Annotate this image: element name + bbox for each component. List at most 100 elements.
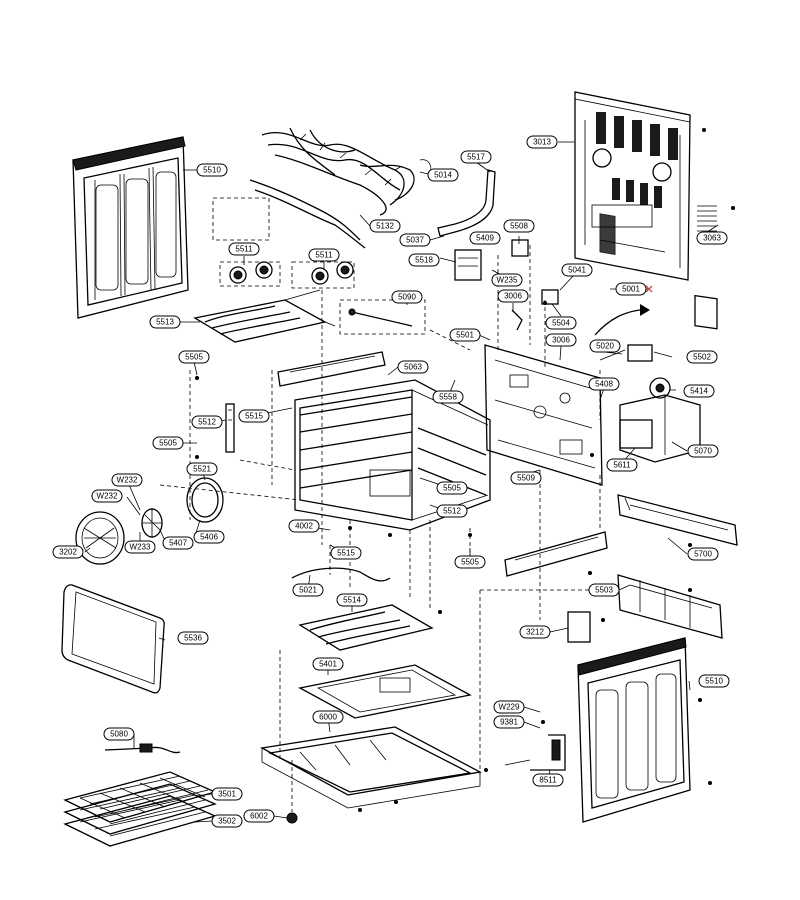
svg-text:5501: 5501: [456, 331, 474, 340]
broil-element: [193, 289, 336, 343]
hinge-bracket: [617, 574, 723, 639]
callout-3006-mid: 3006: [545, 333, 577, 347]
callout-5512-mid: 5512: [436, 504, 468, 518]
callout-5505-a: 5505: [178, 350, 210, 364]
svg-text:5611: 5611: [613, 461, 631, 470]
callout-5070: 5070: [687, 444, 719, 458]
callout-5502: 5502: [686, 350, 718, 364]
svg-text:5511: 5511: [235, 245, 253, 254]
dashed-outline-box: [212, 197, 270, 241]
wire-clip: [291, 567, 391, 582]
svg-text:5509: 5509: [517, 474, 535, 483]
callout-5001: 5001: [615, 282, 647, 296]
callout-3202: 3202: [52, 545, 84, 559]
callout-5517: 5517: [460, 150, 492, 164]
svg-text:3501: 3501: [218, 790, 236, 799]
svg-text:9381: 9381: [500, 718, 518, 727]
svg-text:5070: 5070: [694, 447, 712, 456]
svg-text:5515: 5515: [337, 549, 355, 558]
bake-element: [298, 604, 434, 651]
svg-text:W233: W233: [130, 543, 151, 552]
callout-5513: 5513: [149, 315, 181, 329]
callout-6000: 6000: [312, 710, 344, 724]
svg-text:W235: W235: [497, 276, 518, 285]
exhaust-duct: [617, 494, 738, 546]
svg-text:5037: 5037: [406, 236, 424, 245]
svg-text:3502: 3502: [218, 817, 236, 826]
callout-5021: 5021: [292, 583, 324, 597]
lamp-assembly-right: [291, 261, 355, 289]
callout-5503: 5503: [588, 583, 620, 597]
svg-text:5505: 5505: [185, 353, 203, 362]
svg-text:8511: 8511: [539, 776, 557, 785]
callout-5505-c: 5505: [436, 481, 468, 495]
svg-text:5503: 5503: [595, 586, 613, 595]
callout-5501: 5501: [449, 328, 481, 342]
svg-text:3202: 3202: [59, 548, 77, 557]
oven-racks: [63, 771, 217, 847]
bottom-drawer: [260, 726, 482, 809]
callout-W232-b: W232: [91, 489, 123, 503]
lamp-assembly-left: [219, 261, 281, 287]
svg-text:W229: W229: [499, 703, 520, 712]
callout-4002: 4002: [288, 519, 320, 533]
svg-text:5041: 5041: [568, 266, 586, 275]
svg-text:3006: 3006: [552, 336, 570, 345]
callout-3501: 3501: [211, 787, 243, 801]
svg-text:5511: 5511: [315, 251, 333, 260]
svg-text:W232: W232: [97, 492, 118, 501]
svg-text:5512: 5512: [198, 418, 216, 427]
svg-text:5518: 5518: [415, 256, 433, 265]
svg-text:5406: 5406: [200, 533, 218, 542]
meat-probe: [104, 743, 181, 754]
callout-5406: 5406: [193, 530, 225, 544]
svg-text:5505: 5505: [443, 484, 461, 493]
callout-5515-top: 5515: [238, 409, 270, 423]
screw-3006: [511, 309, 523, 331]
svg-text:5515: 5515: [245, 412, 263, 421]
svg-text:5080: 5080: [110, 730, 128, 739]
svg-text:5512: 5512: [443, 507, 461, 516]
svg-text:5517: 5517: [467, 153, 485, 162]
callout-3212: 3212: [519, 625, 551, 639]
screws: [195, 128, 735, 812]
svg-text:5132: 5132: [376, 222, 394, 231]
door-switch: [567, 611, 591, 643]
svg-text:5407: 5407: [169, 539, 187, 548]
callout-5700: 5700: [687, 547, 719, 561]
callout-5611: 5611: [606, 458, 638, 472]
callout-6002: 6002: [243, 809, 275, 823]
callout-5510-bottom: 5510: [698, 674, 730, 688]
svg-text:6002: 6002: [250, 812, 268, 821]
leveling-leg: [286, 812, 298, 824]
x-mark: [645, 285, 653, 293]
door-panel-left: [72, 136, 189, 319]
callout-5508: 5508: [503, 219, 535, 233]
svg-text:5021: 5021: [299, 586, 317, 595]
door-panel-right: [577, 637, 691, 823]
callout-5509: 5509: [510, 471, 542, 485]
svg-text:5508: 5508: [510, 222, 528, 231]
svg-text:5513: 5513: [156, 318, 174, 327]
svg-text:5536: 5536: [184, 634, 202, 643]
svg-text:5063: 5063: [404, 363, 422, 372]
oven-floor: [298, 664, 472, 719]
callout-5536: 5536: [177, 631, 209, 645]
svg-text:3006: 3006: [504, 292, 522, 301]
callout-8511: 8511: [532, 773, 564, 787]
callout-5409: 5409: [469, 231, 501, 245]
callout-5401: 5401: [312, 657, 344, 671]
svg-text:5510: 5510: [705, 677, 723, 686]
svg-text:5514: 5514: [343, 596, 361, 605]
callout-5505-b: 5505: [152, 436, 184, 450]
svg-text:5558: 5558: [439, 393, 457, 402]
callout-W233: W233: [124, 540, 156, 554]
callout-5014: 5014: [427, 168, 459, 182]
callout-5511-right: 5511: [308, 248, 340, 262]
svg-text:3212: 3212: [526, 628, 544, 637]
svg-text:3013: 3013: [533, 138, 551, 147]
svg-text:5090: 5090: [398, 293, 416, 302]
sensor-wire: [419, 159, 432, 173]
callout-W232-a: W232: [111, 473, 143, 487]
